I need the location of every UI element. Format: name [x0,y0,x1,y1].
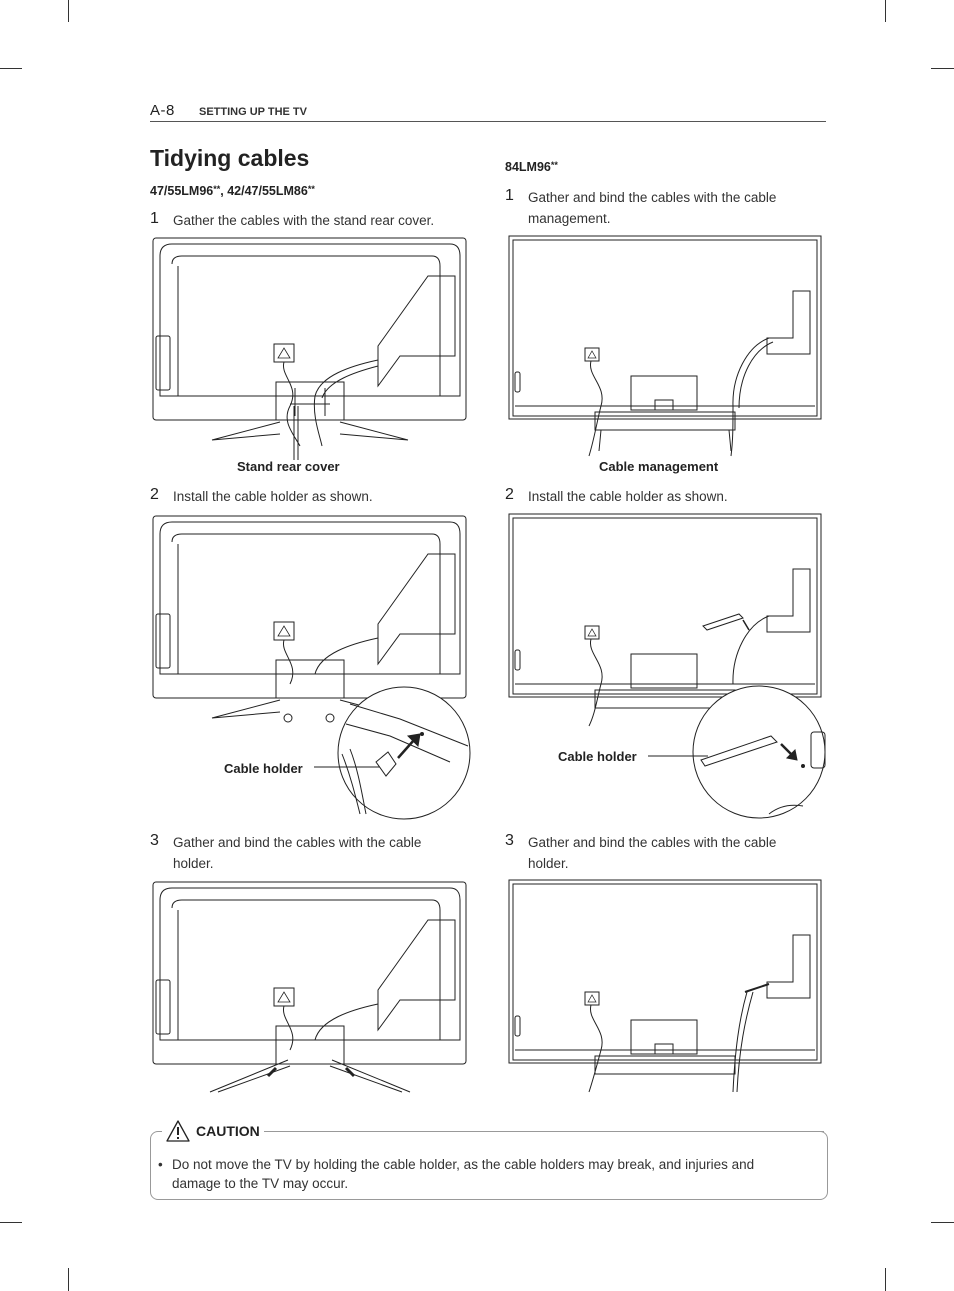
warning-triangle-icon [166,1120,190,1142]
step-text: Install the cable holder as shown. [528,489,728,504]
model-heading-left: 47/55LM96**, 42/47/55LM86** [150,184,315,198]
section-title: SETTING UP THE TV [199,106,307,118]
model-wildcard: ** [213,184,221,194]
header-rule [150,121,826,122]
crop-mark [68,0,69,22]
step-number: 2 [150,486,159,503]
step-number: 3 [150,832,159,849]
step-number: 1 [150,210,159,227]
left-step-1: 1 Gather the cables with the stand rear … [150,210,470,231]
model-name: 47/55LM96 [150,184,214,198]
crop-mark [931,68,954,69]
model-name: , 42/47/55LM86 [220,184,308,198]
warning-label-icon [273,343,295,363]
warning-label-icon [584,625,600,640]
page-number: A-8 [150,102,175,119]
stand-rear-cover-label: Stand rear cover [237,459,340,474]
step-number: 3 [505,832,514,849]
cable-holder-leader [314,766,380,768]
left-step-2: 2 Install the cable holder as shown. [150,486,470,507]
caution-label: CAUTION [196,1123,260,1139]
tv-rear-wall-figure [508,235,822,457]
crop-mark [0,1222,22,1223]
caution-text: Do not move the TV by holding the cable … [172,1157,755,1191]
step-text: Gather and bind the cables with the cabl… [528,835,777,871]
left-step-3: 3 Gather and bind the cables with the ca… [150,832,460,874]
step-text: Gather and bind the cables with the cabl… [528,190,777,226]
cable-holder-label: Cable holder [224,761,303,776]
page-title: Tidying cables [150,145,310,171]
right-step-3: 3 Gather and bind the cables with the ca… [505,832,805,874]
step-number: 2 [505,486,514,503]
cable-holder-install-figure-84 [508,513,826,819]
warning-label-icon [273,987,295,1007]
crop-mark [885,1268,886,1291]
cable-management-label: Cable management [599,459,719,474]
caution-rule [274,1131,824,1132]
cables-bound-figure-84 [508,879,822,1093]
warning-label-icon [584,991,600,1006]
crop-mark [931,1222,954,1223]
model-wildcard: ** [550,160,558,170]
caution-bullet: • Do not move the TV by holding the cabl… [158,1155,798,1193]
crop-mark [0,68,22,69]
model-heading-right: 84LM96** [505,160,558,174]
crop-mark [885,0,886,22]
cable-holder-leader-84 [648,755,708,757]
cable-holder-install-figure [152,515,471,820]
right-step-1: 1 Gather and bind the cables with the ca… [505,187,805,229]
model-name: 84LM96 [505,160,551,174]
bullet-dot: • [158,1157,163,1172]
model-wildcard: ** [307,184,315,194]
step-number: 1 [505,187,514,204]
step-text: Install the cable holder as shown. [173,489,373,504]
right-step-2: 2 Install the cable holder as shown. [505,486,805,507]
crop-mark [68,1268,69,1291]
warning-label-icon [584,347,600,362]
cable-holder-label-84: Cable holder [558,749,637,764]
cables-bound-figure [152,881,467,1093]
tv-rear-stand-figure [152,237,467,460]
step-text: Gather and bind the cables with the cabl… [173,835,422,871]
warning-label-icon [273,621,295,641]
step-text: Gather the cables with the stand rear co… [173,213,435,228]
caution-heading: CAUTION [162,1118,264,1144]
